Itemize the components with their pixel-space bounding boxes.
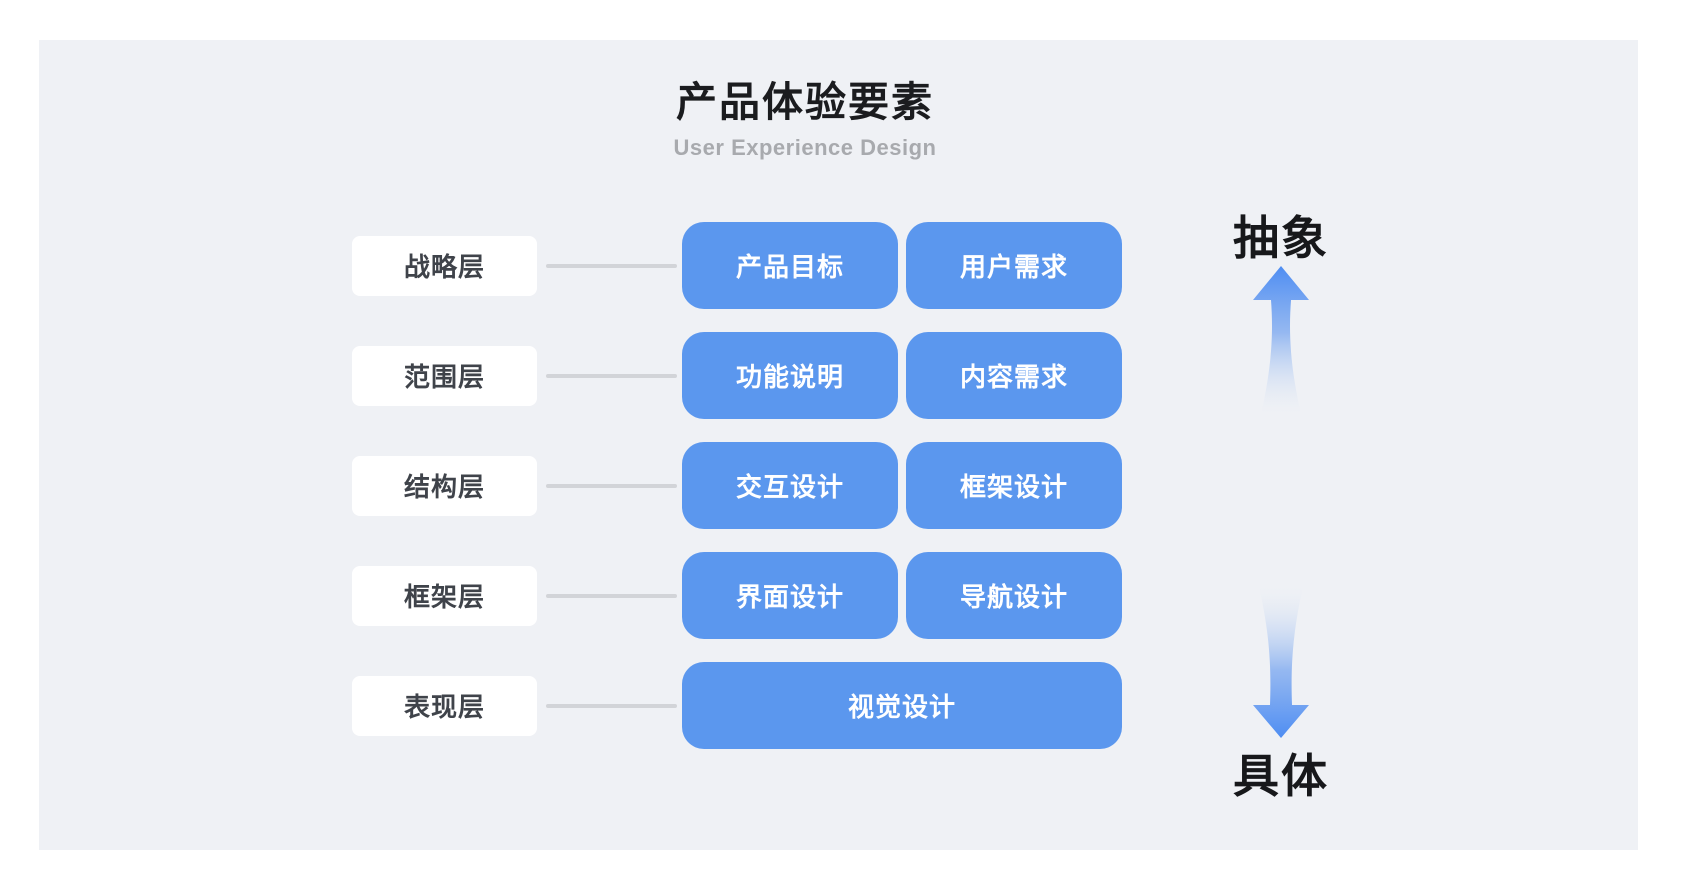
layer-label: 框架层: [352, 565, 537, 626]
axis-label-abstract: 抽象: [1233, 212, 1329, 264]
diagram-card: 产品体验要素 User Experience Design 战略层 产品目标 用…: [39, 40, 1638, 850]
connector-line: [546, 373, 677, 378]
element-box-wide: 视觉设计: [682, 662, 1122, 749]
element-box: 产品目标: [682, 222, 898, 309]
layer-row-surface: 表现层 视觉设计: [352, 662, 1122, 749]
element-box: 框架设计: [906, 442, 1122, 529]
element-box: 内容需求: [906, 332, 1122, 419]
element-box: 交互设计: [682, 442, 898, 529]
layer-row-structure: 结构层 交互设计 框架设计: [352, 442, 1122, 529]
layer-row-scope: 范围层 功能说明 内容需求: [352, 332, 1122, 419]
element-box: 用户需求: [906, 222, 1122, 309]
layer-label: 结构层: [352, 455, 537, 516]
connector-line: [546, 593, 677, 598]
layer-label: 表现层: [352, 675, 537, 736]
page-subtitle: User Experience Design: [673, 135, 937, 161]
axis-label-concrete: 具体: [1233, 750, 1329, 802]
connector-line: [546, 483, 677, 488]
element-box: 界面设计: [682, 552, 898, 639]
down-arrow-icon: [1253, 587, 1309, 738]
layer-label: 战略层: [352, 235, 537, 296]
layer-row-skeleton: 框架层 界面设计 导航设计: [352, 552, 1122, 639]
element-box: 功能说明: [682, 332, 898, 419]
layer-label: 范围层: [352, 345, 537, 406]
element-box: 导航设计: [906, 552, 1122, 639]
connector-line: [546, 703, 677, 708]
layer-rows: 战略层 产品目标 用户需求 范围层 功能说明 内容需求 结构层 交互设计 框架设…: [352, 222, 1122, 749]
up-arrow-icon: [1253, 266, 1309, 414]
layer-row-strategy: 战略层 产品目标 用户需求: [352, 222, 1122, 309]
page-title: 产品体验要素: [676, 79, 934, 125]
title-block: 产品体验要素 User Experience Design: [674, 78, 937, 161]
connector-line: [546, 263, 677, 268]
